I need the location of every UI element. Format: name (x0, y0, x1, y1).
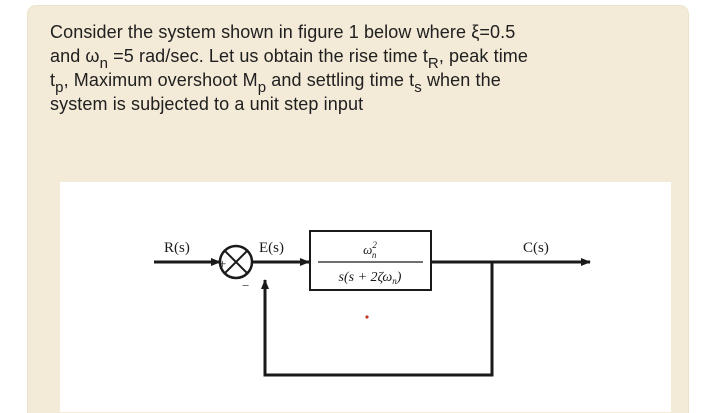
question-line-2c: , peak time (438, 46, 528, 66)
question-text: Consider the system shown in figure 1 be… (50, 20, 670, 116)
question-line-4: system is subjected to a unit step input (50, 94, 364, 114)
question-line-3a: t (50, 70, 56, 90)
question-line-3c: and settling time t (266, 70, 415, 90)
question-line-2a: and ω (50, 46, 100, 66)
question-line-3d: when the (421, 70, 501, 90)
omega-n-subscript: n (99, 55, 109, 72)
input-label: R(s) (164, 240, 190, 256)
overshoot-subscript: p (257, 79, 267, 96)
transfer-function-block (309, 230, 432, 291)
peak-time-subscript: p (55, 79, 64, 96)
settling-time-subscript: s (414, 79, 422, 96)
plus-sign: + (219, 256, 226, 271)
output-label: C(s) (523, 240, 549, 256)
question-card: Consider the system shown in figure 1 be… (28, 6, 688, 413)
error-label: E(s) (259, 240, 284, 256)
red-dot (365, 315, 369, 319)
summing-junction (218, 244, 254, 280)
feedback-path (263, 262, 494, 377)
rise-time-subscript: R (427, 55, 439, 72)
tf-denominator: s(s + 2ζωn) (339, 270, 402, 286)
question-line-3b: , Maximum overshoot M (63, 70, 258, 90)
question-line-1: Consider the system shown in figure 1 be… (50, 22, 516, 42)
question-line-2b: =5 rad/sec. Let us obtain the rise time … (108, 46, 428, 66)
minus-sign: − (242, 278, 249, 293)
